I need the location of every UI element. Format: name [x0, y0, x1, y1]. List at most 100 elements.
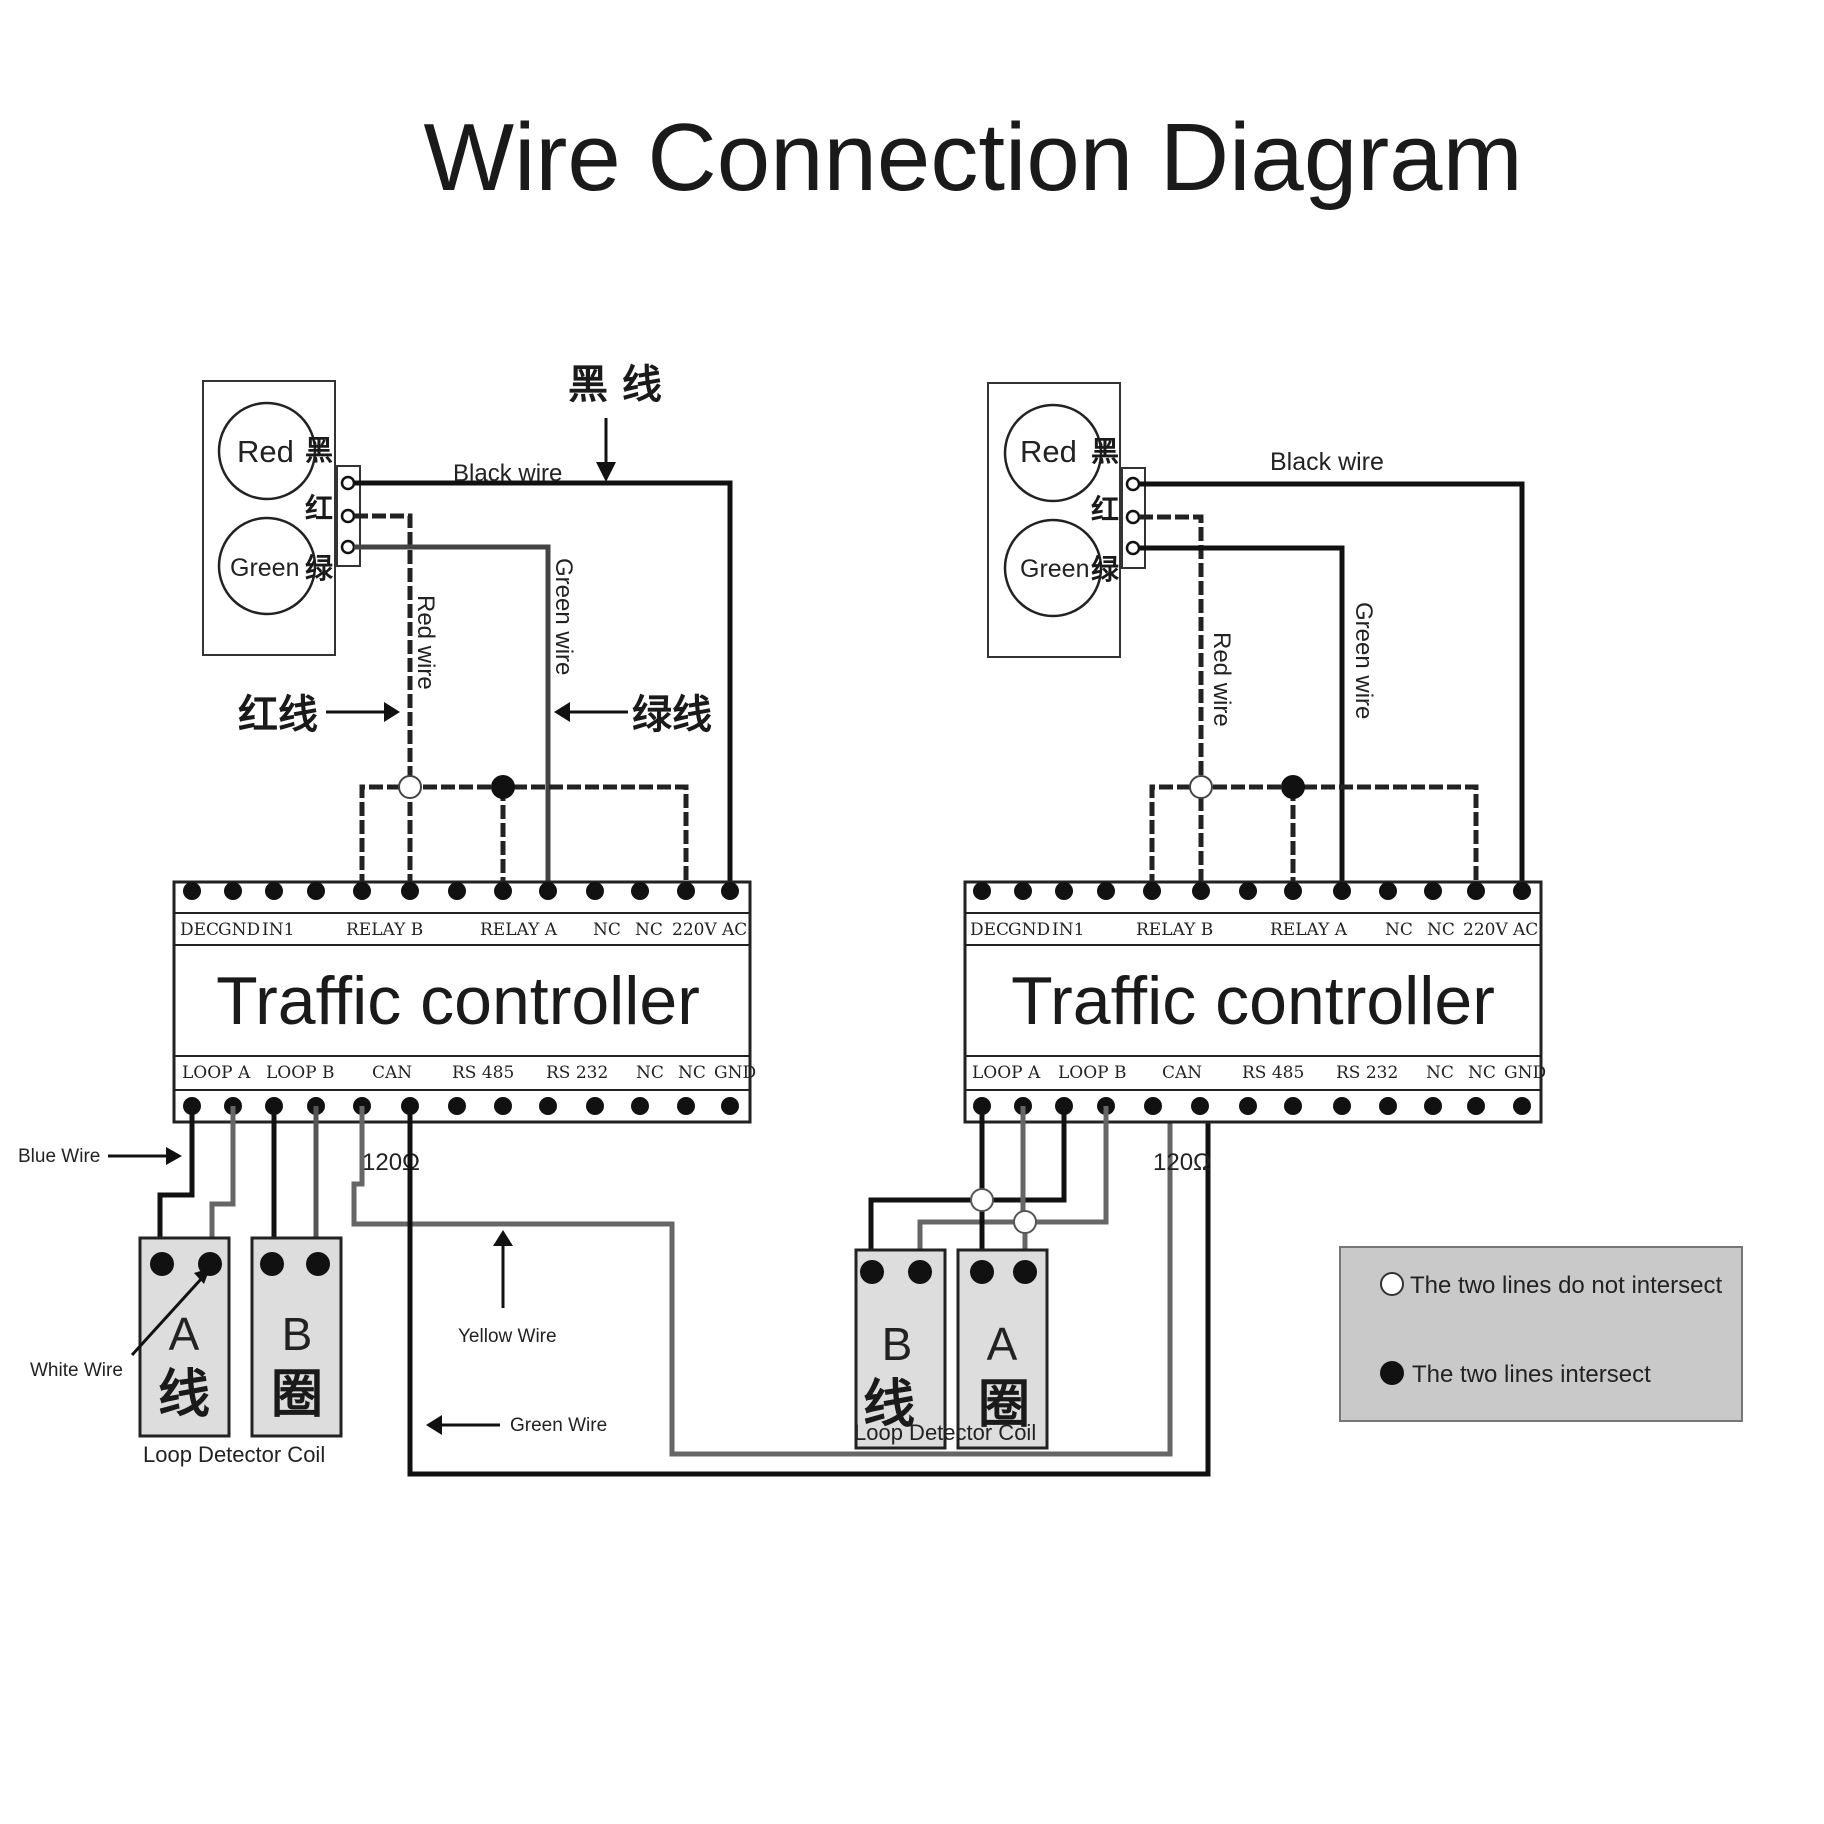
right-coil-b: B 线 — [854, 1248, 947, 1450]
legend-open-circle-icon — [1380, 1272, 1404, 1296]
left-red-wire-cn: 红线 — [238, 692, 318, 738]
left-coil-a-letter: A — [169, 1308, 200, 1360]
left-term-relay-b: RELAY B — [346, 920, 423, 940]
left-signal-light: Red Green 黑 红 绿 — [202, 380, 361, 656]
left-term-loop-b: LOOP B — [266, 1063, 335, 1083]
right-term-220v: 220V — [1463, 920, 1508, 940]
left-pin-black-label: 黑 — [305, 434, 333, 467]
left-common-bus — [359, 784, 689, 888]
left-pin-red-label: 红 — [305, 492, 333, 525]
right-bottom-terminal-labels: LOOP A LOOP B CAN RS 485 RS 232 NC NC GN… — [972, 1063, 1546, 1083]
left-green-wire-cn: 绿线 — [632, 692, 712, 738]
right-term-gnd: GND — [1008, 920, 1050, 940]
right-coil-caption: Loop Detector Coil — [854, 1420, 1036, 1445]
left-traffic-controller: Traffic controller DEC GND IN1 RELAY B R… — [172, 880, 756, 1124]
left-term-dec: DEC — [180, 920, 219, 940]
left-pin-green-label: 绿 — [305, 552, 334, 585]
left-top-terminal-row — [183, 882, 739, 900]
right-term-nc4: NC — [1468, 1063, 1496, 1083]
left-green-wire-label: Green wire — [550, 558, 577, 675]
left-red-wire-label: Red wire — [412, 595, 439, 690]
left-coil-a-cn: 线 — [158, 1365, 210, 1425]
left-coil-b-cn: 圈 — [271, 1365, 323, 1425]
left-green-wire-bottom — [407, 1106, 1211, 1477]
right-black-wire — [1139, 481, 1525, 888]
right-pin-green-label: 绿 — [1091, 553, 1120, 586]
left-junction — [491, 775, 515, 799]
right-term-nc2: NC — [1427, 920, 1455, 940]
right-coil-a-cn: 圈 — [978, 1375, 1030, 1435]
left-coil-a: A 线 — [138, 1236, 231, 1438]
right-controller-name: Traffic controller — [1011, 963, 1495, 1039]
left-term-loop-a: LOOP A — [182, 1063, 251, 1083]
left-term-gnd: GND — [218, 920, 260, 940]
left-coil-b-letter: B — [282, 1308, 313, 1360]
yellow-wire-label: Yellow Wire — [458, 1326, 557, 1347]
left-term-gnd2: GND — [714, 1063, 756, 1083]
right-lamp-green-label: Green — [1020, 555, 1089, 583]
right-traffic-controller: Traffic controller DEC GND IN1 RELAY B R… — [963, 880, 1546, 1124]
right-black-wire-label: Black wire — [1270, 448, 1384, 476]
right-signal-light: Red Green 黑 红 绿 — [987, 382, 1146, 658]
right-green-wire — [1139, 545, 1345, 888]
left-term-can: CAN — [372, 1063, 412, 1083]
right-pin-black-label: 黑 — [1091, 435, 1119, 468]
left-no-junction — [398, 775, 422, 799]
left-coil-b: B 圈 — [250, 1236, 343, 1438]
right-lamp-red-label: Red — [1020, 434, 1077, 469]
green-wire-bottom-label: Green Wire — [510, 1415, 607, 1436]
left-blue-wire — [157, 1106, 195, 1262]
left-lamp-green-label: Green — [230, 554, 299, 582]
right-term-loop-b: LOOP B — [1058, 1063, 1127, 1083]
left-assembly: Red Green 黑 红 绿 黑 线 Black wire Red wire — [18, 362, 1211, 1477]
right-coil-a: A 圈 — [956, 1248, 1049, 1450]
right-resistor-label: 120Ω — [1153, 1149, 1211, 1176]
left-black-wire-cn: 黑 线 — [568, 362, 662, 408]
right-term-can: CAN — [1162, 1063, 1202, 1083]
right-green-wire-label: Green wire — [1350, 602, 1377, 719]
left-term-ac: AC — [721, 920, 747, 940]
legend: The two lines do not intersect The two l… — [1339, 1246, 1743, 1422]
blue-wire-label: Blue Wire — [18, 1146, 100, 1167]
left-white-wire — [209, 1106, 236, 1262]
right-term-rs485: RS 485 — [1242, 1063, 1304, 1083]
left-term-rs485: RS 485 — [452, 1063, 514, 1083]
left-yellow-wire — [351, 1106, 1173, 1457]
left-black-wire-label: Black wire — [453, 460, 562, 487]
right-term-loop-a: LOOP A — [972, 1063, 1041, 1083]
right-term-nc3: NC — [1426, 1063, 1454, 1083]
left-term-nc2: NC — [635, 920, 663, 940]
right-term-relay-b: RELAY B — [1136, 920, 1213, 940]
right-term-ac: AC — [1512, 920, 1538, 940]
right-top-terminal-labels: DEC GND IN1 RELAY B RELAY A NC NC 220V A… — [970, 920, 1538, 940]
right-term-relay-a: RELAY A — [1270, 920, 1348, 940]
legend-not-intersect: The two lines do not intersect — [1410, 1272, 1722, 1299]
left-term-in1: IN1 — [262, 920, 294, 940]
right-red-wire-label: Red wire — [1208, 632, 1235, 727]
right-coil-wires — [868, 1106, 1109, 1270]
left-coil-wires — [157, 1106, 1211, 1477]
right-coil-a-letter: A — [987, 1318, 1018, 1370]
page-title: Wire Connection Diagram — [423, 104, 1522, 211]
left-term-220v: 220V — [672, 920, 717, 940]
right-no-junction — [1189, 775, 1213, 799]
right-common-bus — [1149, 784, 1479, 888]
right-top-wires — [1139, 481, 1525, 888]
white-wire-label: White Wire — [30, 1360, 123, 1381]
left-bottom-terminal-labels: LOOP A LOOP B CAN RS 485 RS 232 NC NC GN… — [182, 1063, 756, 1083]
right-top-terminal-row — [973, 882, 1531, 900]
left-term-nc3: NC — [636, 1063, 664, 1083]
left-term-rs232: RS 232 — [546, 1063, 608, 1083]
right-term-dec: DEC — [970, 920, 1009, 940]
left-lamp-red-label: Red — [237, 434, 294, 469]
right-coil-b-letter: B — [882, 1318, 913, 1370]
right-assembly: Red Green 黑 红 绿 Black wire Red wire Gree… — [854, 382, 1546, 1450]
left-term-relay-a: RELAY A — [480, 920, 558, 940]
right-term-rs232: RS 232 — [1336, 1063, 1398, 1083]
left-red-wire — [354, 513, 413, 888]
left-top-terminal-labels: DEC GND IN1 RELAY B RELAY A NC NC 220V A… — [180, 920, 747, 940]
left-green-wire — [354, 544, 551, 888]
right-red-wire — [1139, 514, 1204, 888]
left-top-wires — [354, 480, 733, 888]
